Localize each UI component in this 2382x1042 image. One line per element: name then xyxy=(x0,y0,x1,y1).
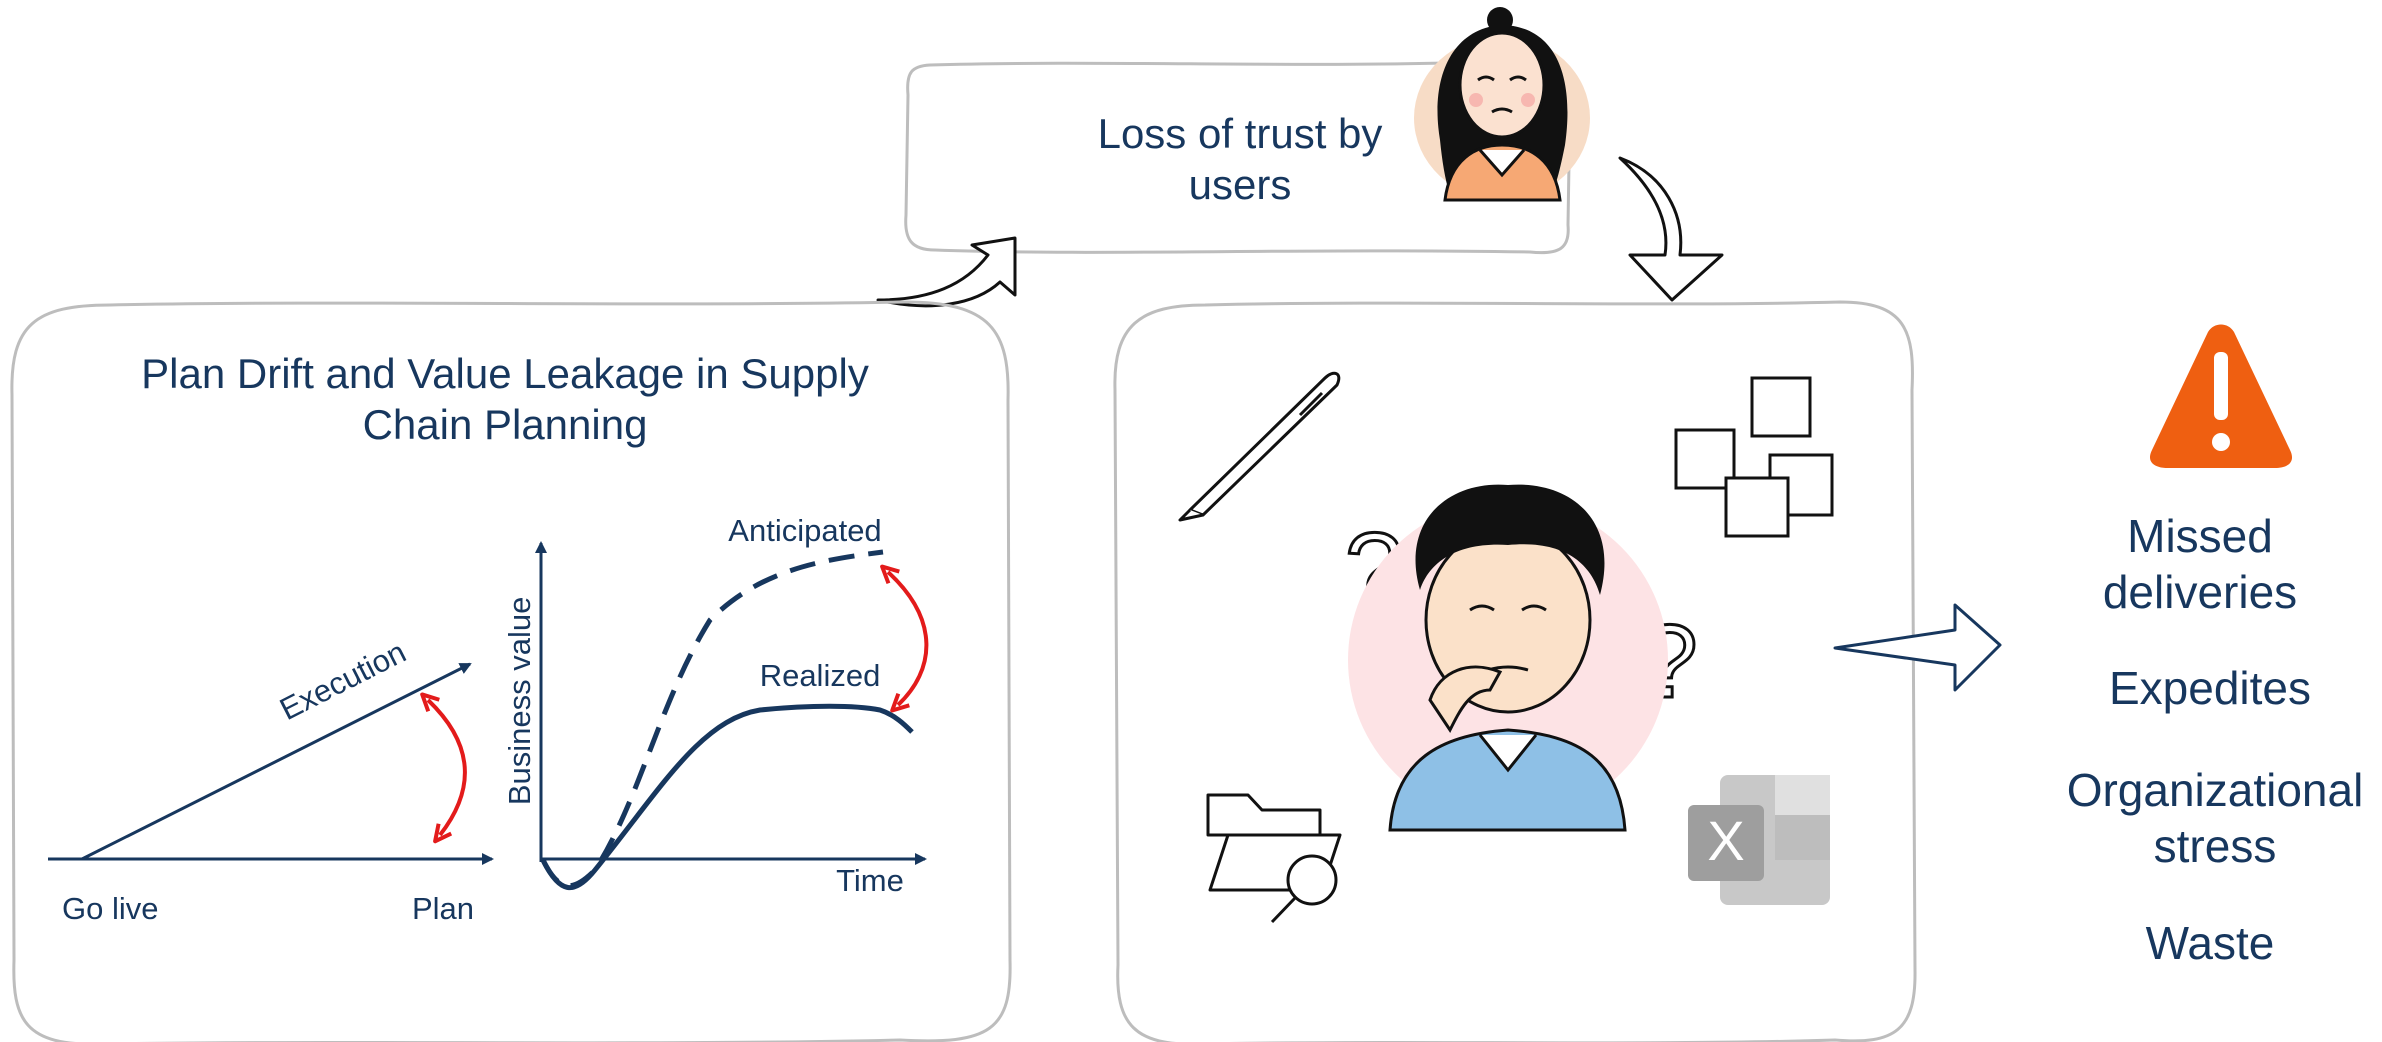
outcome-expedites: Expedites xyxy=(2108,662,2311,714)
folder-search-icon xyxy=(1206,793,1342,924)
sticky-notes-icon xyxy=(1674,376,1834,538)
outcome-waste: Waste xyxy=(2145,917,2275,969)
realized-label: Realized xyxy=(759,658,881,693)
red-gap-arrow-right xyxy=(880,564,929,713)
anticipated-line xyxy=(540,549,884,889)
trust-box xyxy=(904,60,1572,255)
curved-arrow-to-trust xyxy=(876,236,1017,308)
confused-person-icon xyxy=(1348,484,1668,832)
curved-arrow-from-trust xyxy=(1618,156,1724,302)
left-panel xyxy=(10,300,1012,1042)
middle-panel xyxy=(1113,300,1917,1042)
sad-woman-avatar xyxy=(1414,7,1590,202)
execution-line xyxy=(81,662,472,861)
outline-arrow-to-outcomes xyxy=(1833,603,2002,692)
plan-label: Plan xyxy=(411,891,475,926)
excel-letter: X xyxy=(1707,809,1744,872)
excel-icon: X xyxy=(1688,775,1830,905)
left-panel-title: Plan Drift and Value Leakage in Supply C… xyxy=(141,350,869,449)
outcome-organizational-stress: Organizational stress xyxy=(2066,764,2364,873)
trust-box-text: Loss of trust by users xyxy=(1097,110,1383,209)
pen-icon xyxy=(1178,371,1341,522)
business-value-label: Business value xyxy=(502,596,538,806)
red-gap-arrow-left xyxy=(420,692,467,844)
anticipated-label: Anticipated xyxy=(728,513,882,548)
outcome-missed-deliveries: Missed deliveries xyxy=(2102,510,2298,619)
warning-triangle-icon xyxy=(2149,324,2293,468)
left-chart xyxy=(48,662,494,865)
right-chart xyxy=(535,541,929,890)
go-live-label: Go live xyxy=(62,891,159,926)
time-label: Time xyxy=(836,863,904,898)
